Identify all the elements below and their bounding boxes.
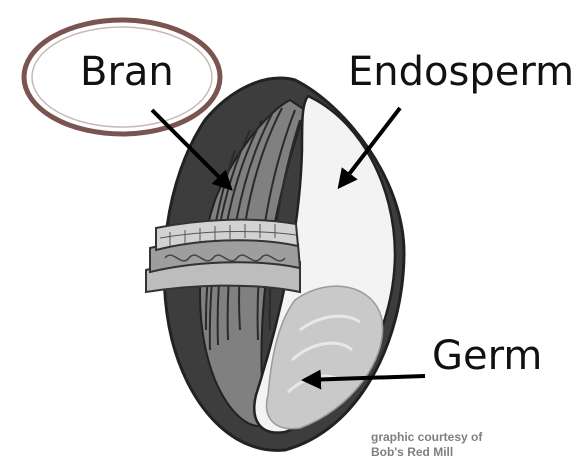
credit-line-2: Bob's Red Mill [371, 445, 482, 460]
germ-label: Germ [432, 336, 542, 376]
image-credit: graphic courtesy of Bob's Red Mill [371, 430, 482, 460]
credit-line-1: graphic courtesy of [371, 430, 482, 445]
peeled-bran-strips [146, 220, 300, 292]
endosperm-label: Endosperm [348, 52, 574, 92]
bran-label: Bran [80, 52, 174, 92]
